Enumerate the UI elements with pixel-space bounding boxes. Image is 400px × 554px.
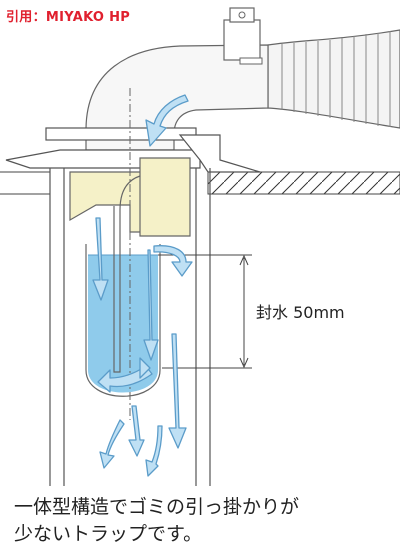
caption-line-2: 少ないトラップです。 xyxy=(14,523,203,545)
caption-line-1: 一体型構造でゴミの引っ掛かりが xyxy=(14,496,300,518)
flow-arrow xyxy=(139,357,151,379)
trap-cup xyxy=(69,157,191,237)
seal-height-label: 封水 50mm xyxy=(256,303,345,322)
corrugated-hose xyxy=(267,29,400,129)
flow-arrow xyxy=(99,419,125,469)
flow-arrow xyxy=(143,249,159,361)
flow-arrow xyxy=(145,94,189,147)
flow-arrow xyxy=(128,405,145,457)
flow-arrow xyxy=(97,365,153,393)
flow-arrow xyxy=(168,333,187,449)
floor-slab xyxy=(0,171,400,195)
caption: 一体型構造でゴミの引っ掛かりが 少ないトラップです。 xyxy=(14,494,398,548)
flow-arrow xyxy=(145,425,163,477)
drain-trap-diagram: 封水 50mm xyxy=(0,7,400,486)
flow-arrow xyxy=(153,245,193,277)
flow-arrows xyxy=(92,94,193,477)
flow-arrow xyxy=(92,217,109,301)
drain-flange xyxy=(5,127,261,173)
source-label: 引用：MIYAKO HP xyxy=(6,10,131,25)
drain-pipe-walls xyxy=(49,168,211,486)
